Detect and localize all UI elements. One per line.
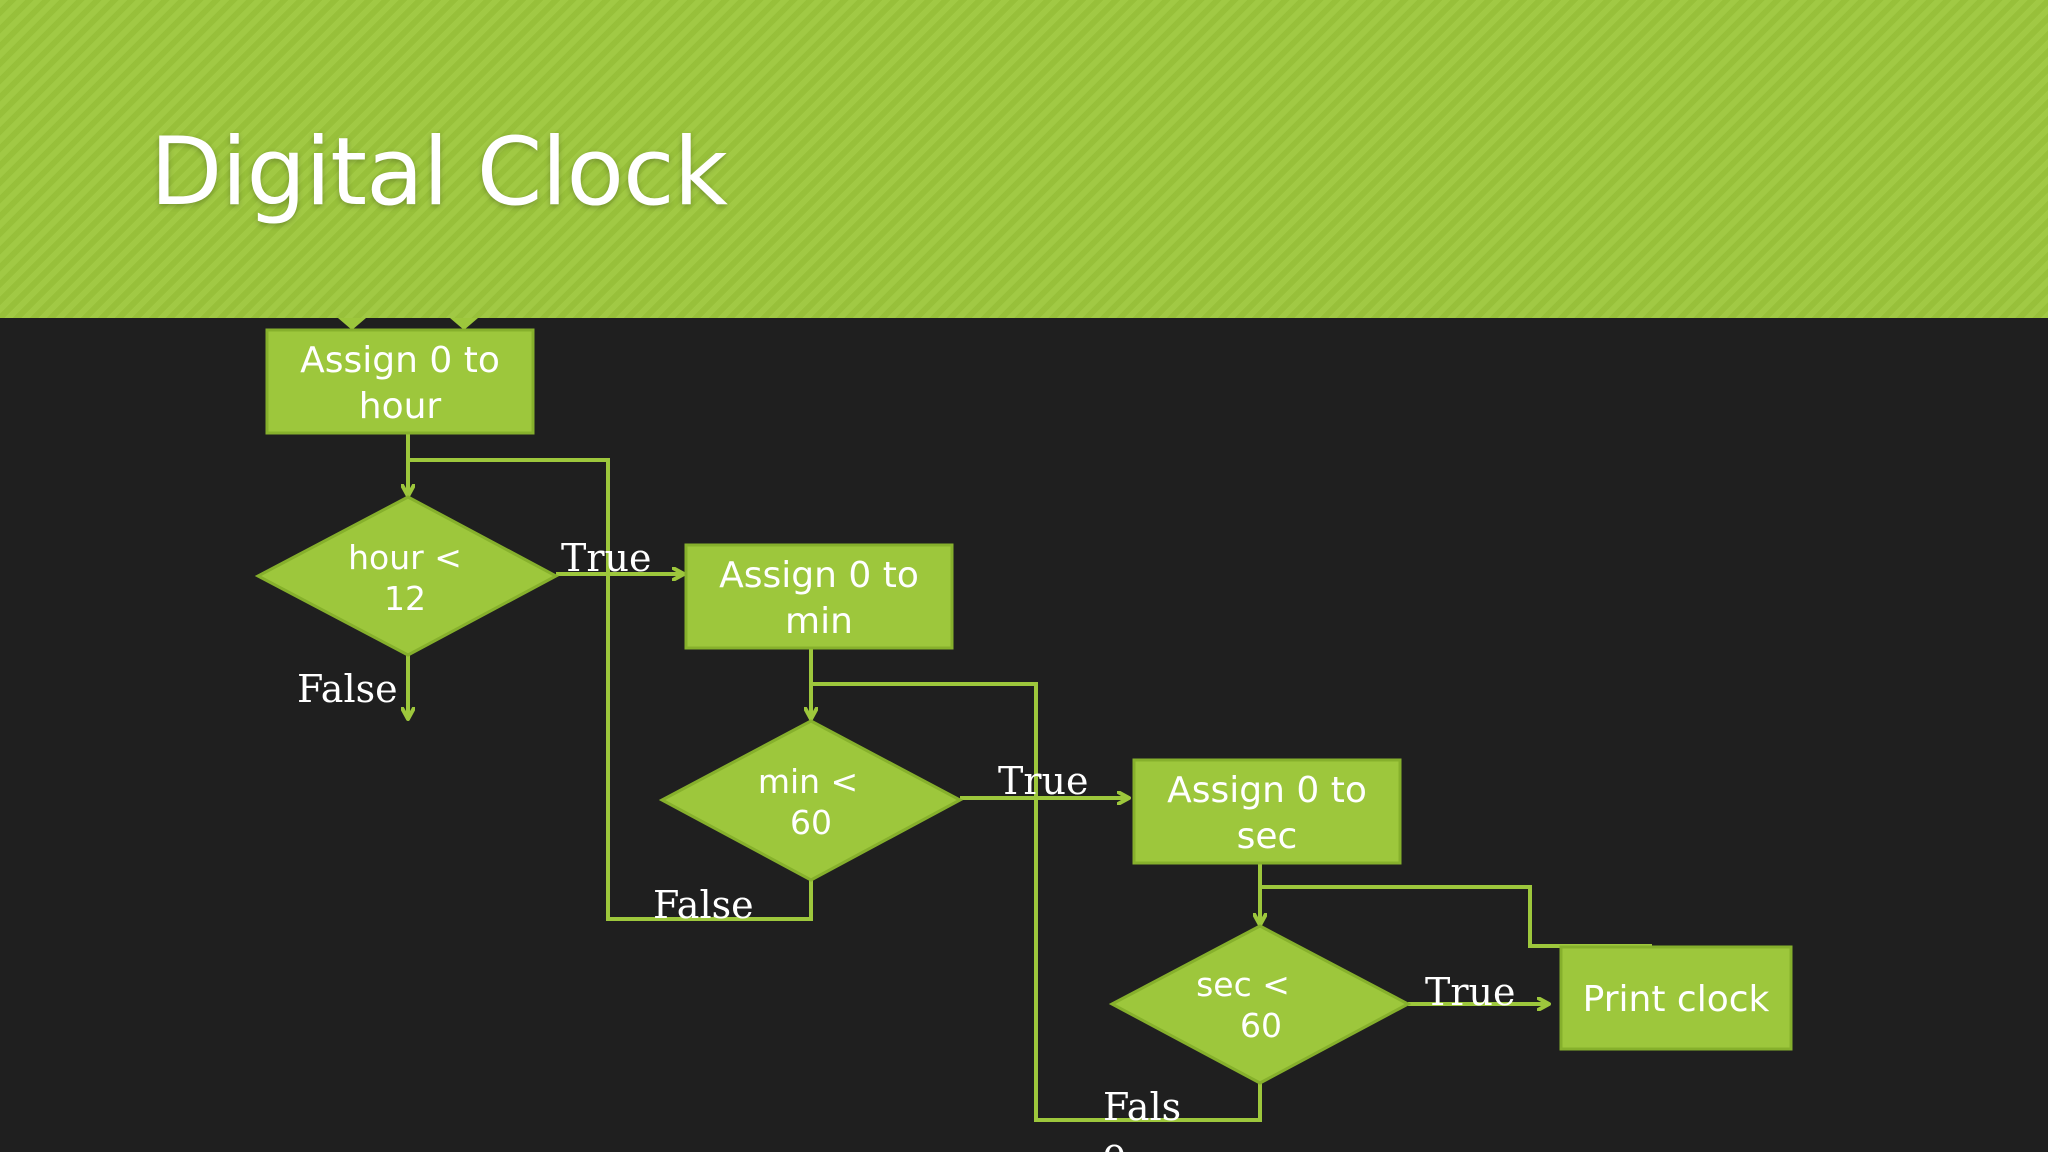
decision-hour-check: hour < 12	[254, 495, 560, 657]
process-assign-min-line2: min	[785, 601, 853, 642]
title-banner	[0, 0, 2048, 318]
process-assign-min-line1: Assign 0 to	[719, 555, 919, 596]
edge-loop-sec-false-to-min-check	[811, 682, 1262, 1122]
process-assign-hour-line1: Assign 0 to	[300, 340, 500, 381]
decision-sec-check-line1: sec <	[1196, 965, 1290, 1004]
edge-loop-min-false-to-hour-check	[408, 458, 813, 921]
process-assign-sec: Assign 0 to sec	[1132, 758, 1402, 865]
process-assign-hour-line2: hour	[359, 386, 442, 427]
process-assign-sec-line2: sec	[1237, 816, 1298, 857]
edge-loop-print-to-sec-check	[1260, 885, 1652, 948]
label-min-true: True	[998, 759, 1088, 803]
banner-tab-right	[450, 318, 478, 330]
decision-hour-check-line1: hour <	[348, 538, 462, 577]
slide-title: Digital Clock	[150, 118, 728, 227]
process-print-clock: Print clock	[1559, 945, 1793, 1051]
decision-min-check-line1: min <	[758, 762, 858, 801]
decision-min-check-line2: 60	[790, 803, 832, 842]
decision-hour-check-line2: 12	[384, 579, 426, 618]
label-hour-true: True	[561, 536, 651, 580]
banner-tab-left	[338, 318, 366, 330]
decision-min-check: min < 60	[658, 719, 964, 882]
label-sec-true: True	[1425, 970, 1515, 1014]
process-assign-sec-line1: Assign 0 to	[1167, 770, 1367, 811]
label-min-false: False	[653, 883, 754, 927]
decision-sec-check: sec < 60	[1108, 924, 1412, 1085]
label-hour-false: False	[297, 667, 398, 711]
decision-sec-check-line2: 60	[1240, 1006, 1282, 1045]
label-sec-false-line1: Fals	[1103, 1085, 1181, 1129]
label-sec-false-line2: e	[1103, 1130, 1126, 1152]
process-assign-min: Assign 0 to min	[684, 543, 954, 650]
process-print-clock-label: Print clock	[1583, 979, 1770, 1020]
process-assign-hour: Assign 0 to hour	[265, 328, 535, 435]
